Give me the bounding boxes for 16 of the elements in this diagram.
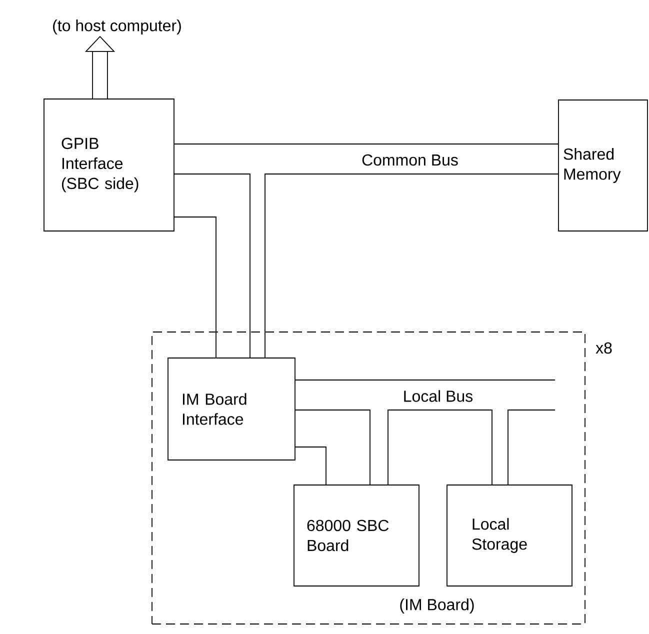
bus-label: Local Bus bbox=[402, 389, 474, 403]
bus-line bbox=[264, 174, 558, 358]
bus-label: Common Bus bbox=[360, 153, 460, 167]
caption-text: (to host computer) bbox=[53, 20, 181, 34]
bus-line bbox=[295, 410, 370, 485]
block-box: Local Storage bbox=[446, 484, 572, 586]
bus-line bbox=[295, 446, 326, 485]
multiplier-label: x8 bbox=[596, 342, 612, 354]
block-box: IM Board Interface bbox=[168, 358, 296, 460]
bus-line bbox=[388, 410, 492, 485]
bus-line bbox=[508, 410, 556, 485]
bus-line bbox=[174, 174, 250, 358]
block-box: Shared Memory bbox=[558, 100, 648, 232]
block-box: 68000 SBC Board bbox=[294, 484, 420, 586]
bus-line bbox=[174, 216, 216, 358]
block-box: GPIB Interface (SBC side) bbox=[44, 98, 174, 232]
